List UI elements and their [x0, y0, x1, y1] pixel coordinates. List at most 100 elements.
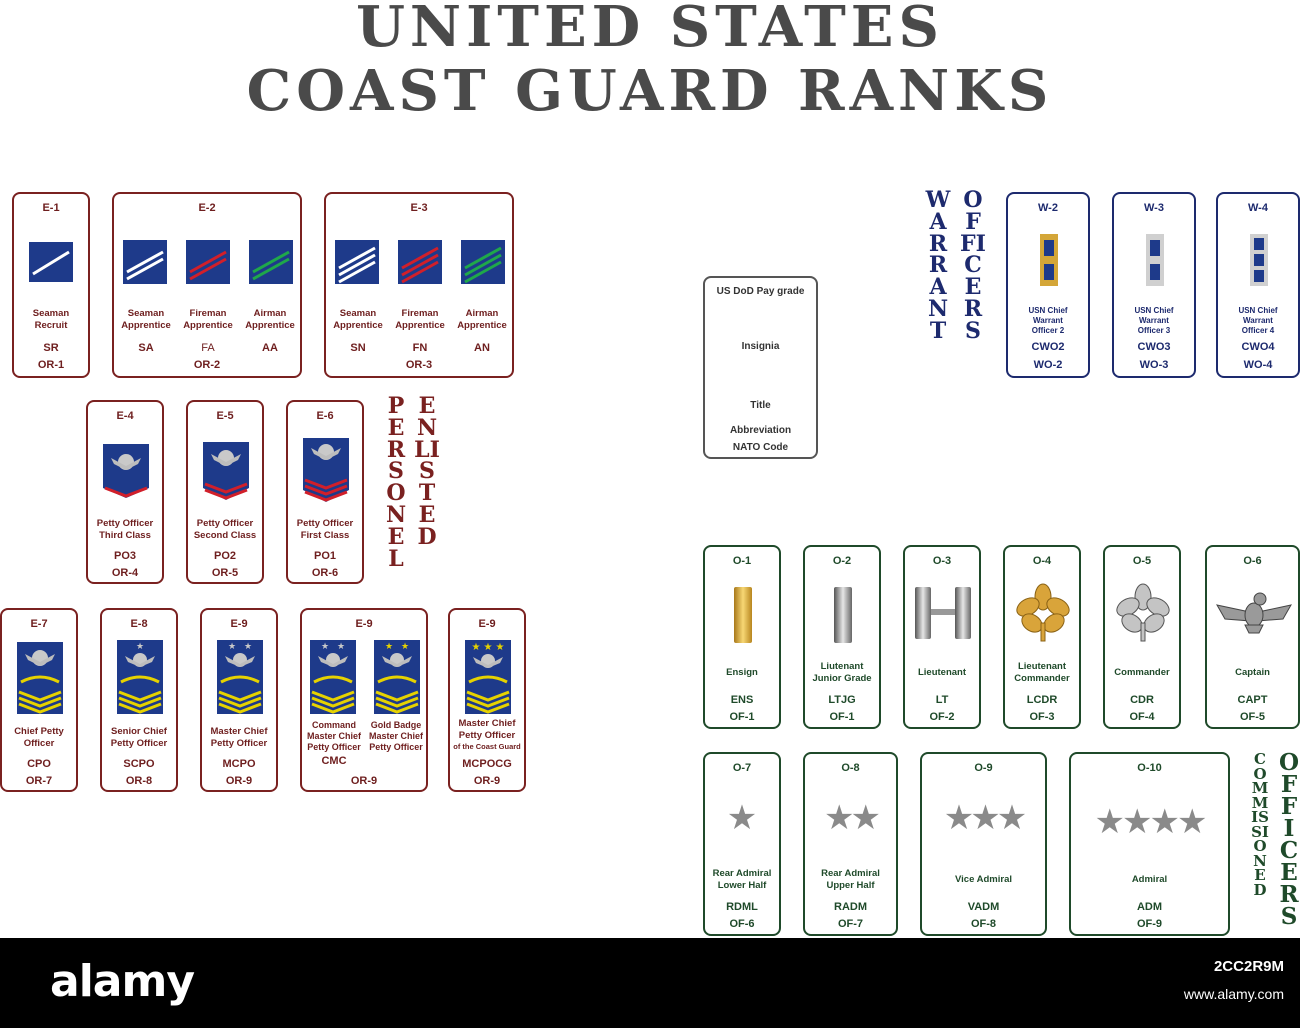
nato-code: OR-4	[111, 567, 139, 579]
silver-eagle-icon	[1216, 592, 1292, 634]
rank-abbreviation: CMC	[321, 755, 347, 767]
rank-title: USN Chief Warrant Officer 2	[1028, 306, 1068, 335]
rank-title: Fireman Apprentice	[395, 308, 445, 331]
rank-abbreviation: CWO4	[1241, 341, 1275, 353]
rank-abbreviation: AN	[474, 342, 490, 354]
gold-warrant-bar-icon	[1040, 234, 1058, 286]
chief-eagle-chevron-insignia	[17, 642, 63, 714]
rank-title: Rear Admiral Upper Half	[821, 868, 880, 891]
pay-grade: W-4	[1248, 202, 1268, 214]
rank-abbreviation: MCPOCG	[462, 758, 512, 770]
rank-title: Airman Apprentice	[457, 308, 507, 331]
pay-grade: E-9	[478, 618, 496, 630]
pay-grade: E-9	[355, 618, 373, 630]
rank-abbreviation: LT	[935, 694, 949, 706]
seaman-stripes-insignia	[335, 240, 379, 284]
rank-card-w4: W-4 USN Chief Warrant Officer 4 CWO4 WO-…	[1216, 192, 1300, 378]
rank-title: Master Chief Petty Officer	[458, 718, 516, 741]
rank-abbreviation: PO1	[313, 550, 336, 562]
sleeve-stripe-insignia	[29, 242, 73, 282]
nato-code: WO-4	[1243, 359, 1273, 371]
pay-grade: O-5	[1132, 555, 1152, 567]
rank-card-e5: E-5 Petty Officer Second Class PO2 OR-5	[186, 400, 264, 584]
rank-title: Captain	[1235, 667, 1270, 678]
rank-title: Rear Admiral Lower Half	[712, 868, 772, 891]
silver-bar-icon	[834, 587, 852, 643]
nato-code: OR-9	[350, 775, 378, 787]
pay-grade: E-5	[216, 410, 234, 422]
nato-code: OR-1	[37, 359, 65, 371]
rank-card-e8: E-8 ★ Senior Chief Petty Officer SCPO OR…	[100, 608, 178, 792]
rank-abbreviation: PO2	[213, 550, 236, 562]
rank-abbreviation: CPO	[27, 758, 51, 770]
pay-grade: E-9	[230, 618, 248, 630]
commissioned-vertical-label: COMMISSIONED	[1251, 750, 1269, 899]
nato-code: OR-9	[225, 775, 253, 787]
nato-code: OR-2	[193, 359, 221, 371]
rank-card-o10: O-10 ★★★★ Admiral ADM OF-9	[1069, 752, 1230, 936]
rank-card-o7: O-7 ★ Rear Admiral Lower Half RDML OF-6	[703, 752, 781, 936]
legend-title: Title	[750, 400, 771, 411]
eagle-chevron-insignia	[303, 438, 349, 502]
nato-code: OF-3	[1029, 711, 1055, 723]
personel-vertical-label: PERSONEL	[385, 393, 407, 572]
rank-title: Commander	[1114, 667, 1170, 678]
nato-code: OF-2	[929, 711, 955, 723]
commissioned-officers-vertical-label: OFFICERS	[1278, 749, 1300, 930]
rank-abbreviation: CAPT	[1237, 694, 1268, 706]
rank-card-o6: O-6 Captain CAPT OF-5	[1205, 545, 1300, 729]
silver-warrant-bar-icon	[1146, 234, 1164, 286]
rank-abbreviation: FA	[201, 342, 215, 354]
rank-title: Gold Badge Master Chief Petty Officer	[368, 720, 423, 752]
pay-grade: W-3	[1144, 202, 1164, 214]
pay-grade: O-9	[974, 762, 993, 774]
fireman-stripes-insignia	[398, 240, 442, 284]
legend-insignia: Insignia	[741, 341, 780, 352]
pay-grade: W-2	[1038, 202, 1058, 214]
rank-card-e6: E-6 Petty Officer First Class PO1 OR-6	[286, 400, 364, 584]
airman-stripes-insignia	[249, 240, 293, 284]
rank-card-e3: E-3 Seaman Apprentice SN Fireman Apprent…	[324, 192, 514, 378]
rank-abbreviation: FN	[412, 342, 428, 354]
svg-text:★: ★	[136, 641, 144, 651]
double-silver-bar-icon	[915, 587, 971, 639]
rank-title: Chief Petty Officer	[14, 726, 64, 749]
nato-code: OR-9	[473, 775, 501, 787]
rank-abbreviation: LCDR	[1026, 694, 1058, 706]
four-star-insignia-icon: ★★★★	[1094, 802, 1208, 842]
gold-badge-insignia: ★ ★	[374, 640, 420, 714]
rank-card-e9-mcpo: E-9 ★ ★ Master Chief Petty Officer MCPO …	[200, 608, 278, 792]
rank-abbreviation: AA	[262, 342, 278, 354]
nato-code: WO-2	[1033, 359, 1063, 371]
rank-title: Liutenant Junior Grade	[812, 661, 872, 684]
rank-title: Master Chief Petty Officer	[210, 726, 268, 749]
rank-title: Admiral	[1131, 874, 1168, 885]
rank-title: Petty Officer Second Class	[193, 518, 257, 541]
nato-code: OF-1	[729, 711, 755, 723]
rank-card-e9-cmc: E-9 ★ ★ ★ ★ Command Master Chief Petty O…	[300, 608, 428, 792]
silver-oak-leaf-icon	[1116, 583, 1170, 642]
rank-title: USN Chief Warrant Officer 4	[1238, 306, 1278, 335]
senior-chief-insignia: ★	[117, 640, 163, 714]
pay-grade: O-3	[932, 555, 952, 567]
legend-nato-code: NATO Code	[732, 442, 789, 453]
rank-card-o1: O-1 Ensign ENS OF-1	[703, 545, 781, 729]
pay-grade: O-10	[1137, 762, 1162, 774]
rank-abbreviation: SCPO	[123, 758, 155, 770]
nato-code: OF-7	[837, 918, 864, 930]
rank-abbreviation: CWO3	[1137, 341, 1171, 353]
rank-card-o2: O-2 Liutenant Junior Grade LTJG OF-1	[803, 545, 881, 729]
rank-title: Lieutenant	[917, 667, 967, 678]
seaman-stripes-insignia	[123, 240, 167, 284]
nato-code: OF-6	[729, 918, 755, 930]
rank-card-o8: O-8 ★★ Rear Admiral Upper Half RADM OF-7	[803, 752, 898, 936]
rank-card-o3: O-3 Lieutenant LT OF-2	[903, 545, 981, 729]
legend-pay-grade: US DoD Pay grade	[716, 286, 805, 297]
title-line-2: COAST GUARD RANKS	[246, 58, 1054, 124]
rank-abbreviation: SN	[350, 342, 366, 354]
legend-abbreviation: Abbreviation	[729, 425, 792, 436]
rank-card-e1: E-1 Seaman Recruit SR OR-1	[12, 192, 90, 378]
nato-code: OF-5	[1239, 711, 1266, 723]
gold-bar-icon	[734, 587, 752, 643]
alamy-logo: alamy	[50, 956, 195, 1007]
